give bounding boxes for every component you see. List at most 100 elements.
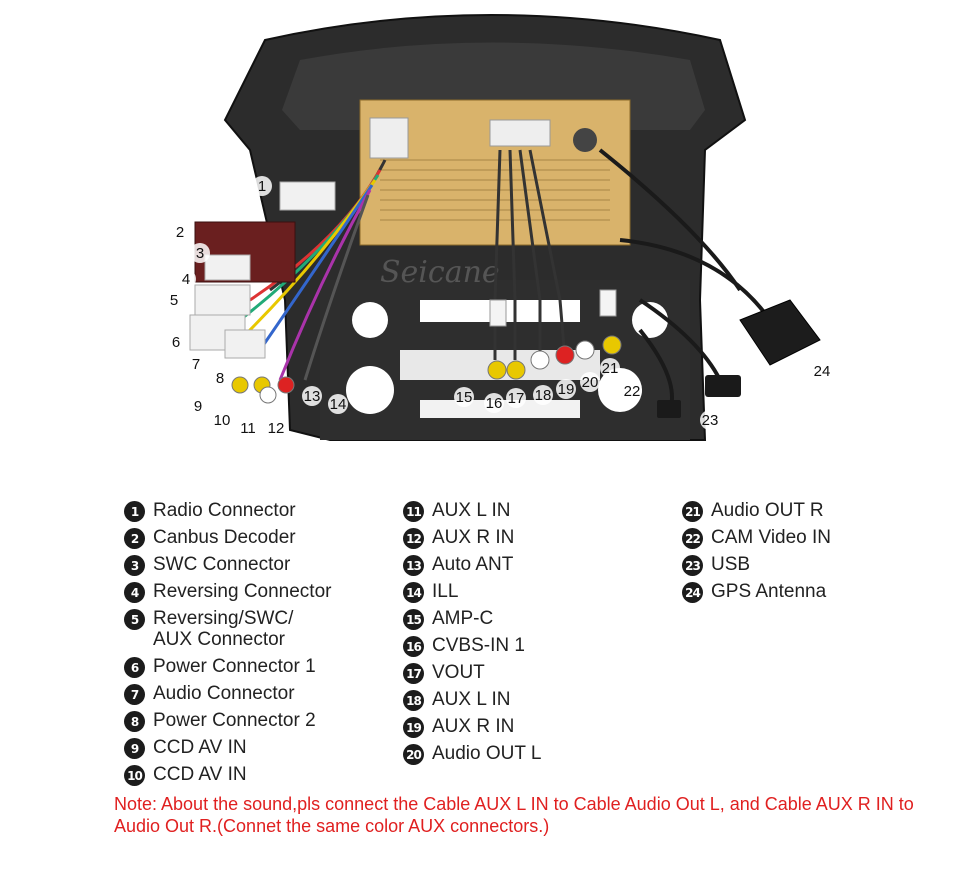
- legend-item: 5 Reversing/SWC/ AUX Connector: [124, 606, 331, 654]
- legend-number-badge: 24: [682, 582, 703, 603]
- callout-number: 16: [486, 395, 503, 412]
- callout-23: 23: [700, 410, 720, 430]
- callout-number: 19: [558, 381, 575, 398]
- callout-number: 24: [814, 363, 831, 380]
- callout-number: 20: [582, 374, 599, 391]
- callout-24: 24: [812, 361, 832, 381]
- legend-number-badge: 14: [403, 582, 424, 603]
- legend-item: 3 SWC Connector: [124, 552, 331, 579]
- callout-5: 5: [164, 290, 184, 310]
- legend-label: AUX L IN: [432, 689, 511, 710]
- legend-number-badge: 20: [403, 744, 424, 765]
- legend-number-badge: 8: [124, 711, 145, 732]
- legend-number-badge: 19: [403, 717, 424, 738]
- legend-number-badge: 6: [124, 657, 145, 678]
- callout-number: 3: [196, 245, 204, 262]
- callout-15: 15: [454, 387, 474, 407]
- sound-connection-note: Note: About the sound,pls connect the Ca…: [114, 794, 914, 836]
- legend-number-badge: 23: [682, 555, 703, 576]
- legend-number-badge: 9: [124, 738, 145, 759]
- legend-item: 19 AUX R IN: [403, 714, 541, 741]
- legend-number-badge: 12: [403, 528, 424, 549]
- callout-10: 10: [212, 410, 232, 430]
- callout-20: 20: [580, 372, 600, 392]
- legend-number-badge: 1: [124, 501, 145, 522]
- callout-2: 2: [170, 222, 190, 242]
- callout-14: 14: [328, 394, 348, 414]
- legend-label: ILL: [432, 581, 459, 602]
- callout-21: 21: [600, 358, 620, 378]
- callout-22: 22: [622, 381, 642, 401]
- legend-label: GPS Antenna: [711, 581, 827, 602]
- callout-number: 2: [176, 224, 184, 241]
- callout-number: 4: [182, 271, 190, 288]
- legend-label: Audio OUT R: [711, 500, 824, 521]
- callout-number: 15: [456, 389, 473, 406]
- callout-18: 18: [533, 385, 553, 405]
- callout-number: 23: [702, 412, 719, 429]
- legend-number-badge: 5: [124, 609, 145, 630]
- callout-13: 13: [302, 386, 322, 406]
- legend-label: Audio Connector: [153, 683, 295, 704]
- legend-number-badge: 3: [124, 555, 145, 576]
- left-harness: [239, 159, 387, 381]
- callout-number: 6: [172, 334, 180, 351]
- watermark: Seicane: [380, 255, 500, 290]
- usb-connector: [705, 375, 741, 397]
- callout-number: 8: [216, 370, 224, 387]
- gps-antenna: [739, 299, 821, 366]
- callout-11: 11: [238, 418, 258, 438]
- callout-6: 6: [166, 332, 186, 352]
- legend-label: AUX R IN: [432, 716, 515, 737]
- legend-item: 24 GPS Antenna: [682, 579, 831, 606]
- callout-number: 14: [330, 396, 347, 413]
- legend-number-badge: 10: [124, 765, 145, 786]
- legend-number-badge: 18: [403, 690, 424, 711]
- legend-label: SWC Connector: [153, 554, 291, 575]
- callout-number: 22: [624, 383, 641, 400]
- legend-number-badge: 2: [124, 528, 145, 549]
- legend-number-badge: 16: [403, 636, 424, 657]
- legend-number-badge: 4: [124, 582, 145, 603]
- callout-4: 4: [176, 269, 196, 289]
- legend-item: 23 USB: [682, 552, 831, 579]
- legend-label: Power Connector 1: [153, 656, 316, 677]
- callout-number: 5: [170, 292, 178, 309]
- callout-number: 21: [602, 360, 619, 377]
- callout-17: 17: [506, 388, 526, 408]
- legend-number-badge: 7: [124, 684, 145, 705]
- legend-label: Audio OUT L: [432, 743, 542, 764]
- callout-1: 1: [252, 176, 272, 196]
- callout-number: 1: [258, 178, 266, 195]
- callout-number: 18: [535, 387, 552, 404]
- legend-item: 14 ILL: [403, 579, 541, 606]
- legend-item: 20 Audio OUT L: [403, 741, 541, 768]
- legend-label: VOUT: [432, 662, 485, 683]
- legend-number-badge: 11: [403, 501, 424, 522]
- legend-label: USB: [711, 554, 751, 575]
- legend-label: Reversing/SWC/ AUX Connector: [153, 608, 294, 650]
- callout-number: 13: [304, 388, 321, 405]
- legend-item: 6 Power Connector 1: [124, 654, 331, 681]
- callout-number: 9: [194, 398, 202, 415]
- callout-9: 9: [188, 396, 208, 416]
- legend-label: AMP-C: [432, 608, 494, 629]
- legend-label: Canbus Decoder: [153, 527, 296, 548]
- callout-3: 3: [190, 243, 210, 263]
- callout-19: 19: [556, 379, 576, 399]
- callout-12: 12: [266, 418, 286, 438]
- legend-label: Auto ANT: [432, 554, 514, 575]
- legend-number-badge: 13: [403, 555, 424, 576]
